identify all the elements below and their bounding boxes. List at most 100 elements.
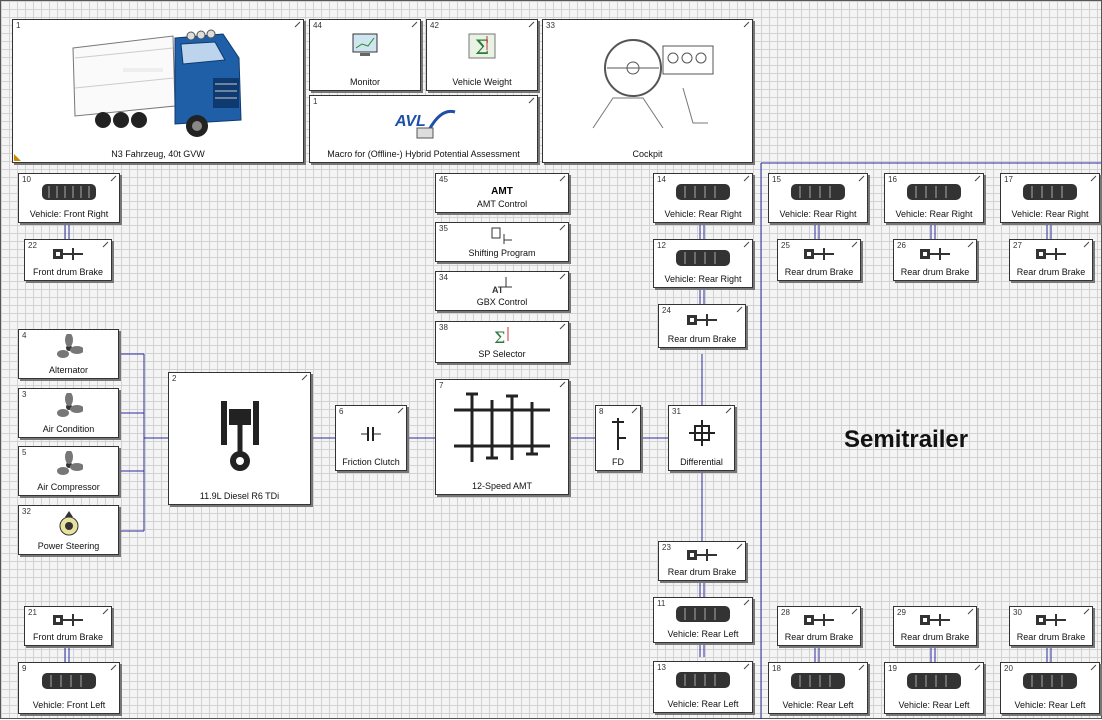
tire-icon <box>769 182 867 202</box>
block-label: Rear drum Brake <box>1016 267 1086 277</box>
brake-rear-24-block[interactable]: 24 Rear drum Brake <box>658 304 746 348</box>
block-label: Vehicle: Rear Left <box>782 700 854 710</box>
block-number: 30 <box>1013 608 1022 617</box>
block-number: 31 <box>672 407 681 416</box>
block-label: Front drum Brake <box>32 267 104 277</box>
gearbox-icon <box>436 390 568 466</box>
block-number: 10 <box>22 175 31 184</box>
cockpit-icon <box>543 28 752 140</box>
block-label: 11.9L Diesel R6 TDi <box>199 491 280 501</box>
monitor-icon <box>310 32 420 60</box>
svg-text:Σ: Σ <box>494 328 505 347</box>
tire-icon <box>885 182 983 202</box>
amt-icon-text: AMT <box>491 186 513 197</box>
drum-brake-icon <box>659 312 745 328</box>
truck-block[interactable]: 1 N3 Fahrzeug, 40t GVW <box>12 19 304 163</box>
block-label: Friction Clutch <box>342 457 400 467</box>
brake-rear-30-block[interactable]: 30 Rear drum Brake <box>1009 606 1093 646</box>
monitor-block[interactable]: 44 Monitor <box>309 19 421 91</box>
block-label: Front drum Brake <box>32 632 104 642</box>
block-number: 23 <box>662 543 671 552</box>
block-label: Macro for (Offline-) Hybrid Potential As… <box>327 149 520 159</box>
block-label: Cockpit <box>632 149 663 159</box>
block-label: Vehicle: Rear Left <box>1014 700 1086 710</box>
wheel-rear-left-11-block[interactable]: 11 Vehicle: Rear Left <box>653 597 753 643</box>
corner-arrow-icon <box>301 374 308 381</box>
pump-icon <box>19 510 118 538</box>
block-number: 18 <box>772 664 781 673</box>
gbx-control-block[interactable]: 34 AT GBX Control <box>435 271 569 311</box>
svg-text:AVL: AVL <box>394 113 426 130</box>
block-number: 44 <box>313 21 322 30</box>
final-drive-block[interactable]: 8 FD <box>595 405 641 471</box>
brake-rear-29-block[interactable]: 29 Rear drum Brake <box>893 606 977 646</box>
wheel-rear-left-18-block[interactable]: 18 Vehicle: Rear Left <box>768 662 868 714</box>
air-condition-block[interactable]: 3 Air Condition <box>18 388 119 438</box>
power-steering-block[interactable]: 32 Power Steering <box>18 505 119 555</box>
block-number: 29 <box>897 608 906 617</box>
corner-arrow-icon <box>1090 175 1097 182</box>
svg-text:Σ: Σ <box>475 35 489 59</box>
air-compressor-block[interactable]: 5 Air Compressor <box>18 446 119 496</box>
differential-block[interactable]: 31 Differential <box>668 405 735 471</box>
block-number: 42 <box>430 21 439 30</box>
block-number: 1 <box>313 97 318 106</box>
block-number: 7 <box>439 381 444 390</box>
corner-arrow-icon <box>725 407 732 414</box>
truck-icon <box>13 28 303 140</box>
engine-block[interactable]: 2 11.9L Diesel R6 TDi <box>168 372 311 505</box>
brake-rear-23-block[interactable]: 23 Rear drum Brake <box>658 541 746 581</box>
block-number: 9 <box>22 664 27 673</box>
wheel-rear-right-12-block[interactable]: 12 Vehicle: Rear Right <box>653 239 753 288</box>
gearbox-block[interactable]: 7 12-Speed AMT <box>435 379 569 495</box>
wheel-rear-left-20-block[interactable]: 20 Vehicle: Rear Left <box>1000 662 1100 714</box>
wheel-rear-right-17-block[interactable]: 17 Vehicle: Rear Right <box>1000 173 1100 223</box>
block-number: 5 <box>22 448 27 457</box>
block-number: 32 <box>22 507 31 516</box>
block-number: 35 <box>439 224 448 233</box>
vehicle-weight-block[interactable]: 42 Σ Vehicle Weight <box>426 19 538 91</box>
block-number: 25 <box>781 241 790 250</box>
block-label: N3 Fahrzeug, 40t GVW <box>111 149 205 159</box>
block-number: 4 <box>22 331 27 340</box>
wheel-rear-right-16-block[interactable]: 16 Vehicle: Rear Right <box>884 173 984 223</box>
brake-rear-26-block[interactable]: 26 Rear drum Brake <box>893 239 977 281</box>
corner-arrow-icon <box>974 175 981 182</box>
clutch-block[interactable]: 6 Friction Clutch <box>335 405 407 471</box>
brake-front-left-block[interactable]: 21 Front drum Brake <box>24 606 112 646</box>
block-number: 38 <box>439 323 448 332</box>
corner-arrow-icon <box>974 664 981 671</box>
sp-selector-block[interactable]: 38 Σ SP Selector <box>435 321 569 363</box>
block-label: FD <box>612 457 624 467</box>
block-label: Vehicle: Rear Right <box>664 209 742 219</box>
wheel-rear-right-14-block[interactable]: 14 Vehicle: Rear Right <box>653 173 753 223</box>
alternator-block[interactable]: 4 Alternator <box>18 329 119 379</box>
block-label: Rear drum Brake <box>784 267 854 277</box>
gearbox-control-icon: AT <box>436 275 568 295</box>
block-label: GBX Control <box>476 297 528 307</box>
tire-icon <box>769 671 867 691</box>
block-number: 45 <box>439 175 448 184</box>
brake-front-right-block[interactable]: 22 Front drum Brake <box>24 239 112 281</box>
block-label: Rear drum Brake <box>667 567 737 577</box>
wheel-rear-left-19-block[interactable]: 19 Vehicle: Rear Left <box>884 662 984 714</box>
brake-rear-28-block[interactable]: 28 Rear drum Brake <box>777 606 861 646</box>
tire-icon <box>885 671 983 691</box>
shifting-program-block[interactable]: 35 Shifting Program <box>435 222 569 262</box>
amt-control-block[interactable]: 45 AMT AMT Control <box>435 173 569 213</box>
wheel-rear-left-13-block[interactable]: 13 Vehicle: Rear Left <box>653 661 753 713</box>
wheel-rear-right-15-block[interactable]: 15 Vehicle: Rear Right <box>768 173 868 223</box>
block-label: Rear drum Brake <box>1016 632 1086 642</box>
drum-brake-icon <box>778 246 860 262</box>
brake-rear-25-block[interactable]: 25 Rear drum Brake <box>777 239 861 281</box>
brake-rear-27-block[interactable]: 27 Rear drum Brake <box>1009 239 1093 281</box>
wheel-front-right-block[interactable]: 10 Vehicle: Front Right <box>18 173 120 223</box>
block-number: 20 <box>1004 664 1013 673</box>
differential-icon <box>669 420 734 446</box>
macro-block[interactable]: 1 AVL Macro for (Offline-) Hybrid Potent… <box>309 95 538 163</box>
cockpit-block[interactable]: 33 Cockpit <box>542 19 753 163</box>
block-number: 21 <box>28 608 37 617</box>
wheel-front-left-block[interactable]: 9 Vehicle: Front Left <box>18 662 120 714</box>
block-label: Vehicle: Front Left <box>32 700 106 710</box>
